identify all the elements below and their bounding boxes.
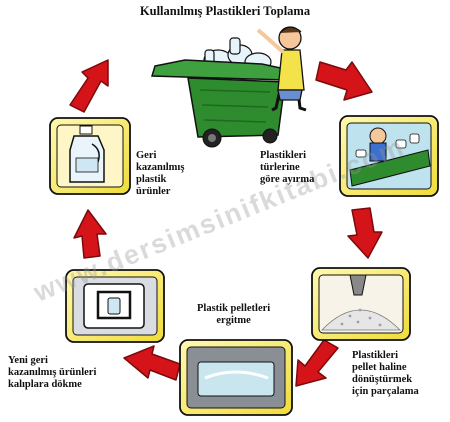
shredder-nozzle-icon <box>349 274 367 296</box>
arrow-products-to-collect <box>69 59 109 113</box>
step-label-products: Geri kazanılmış plastik ürünler <box>136 150 185 197</box>
recycling-bin-icon <box>151 59 292 148</box>
step-label-sort: Plastikleri türlerine göre ayırma <box>260 150 315 185</box>
melting-scene <box>179 339 293 416</box>
arrow-melt-to-mold <box>123 345 181 381</box>
sorting-scene <box>339 115 439 197</box>
conveyor-belt-icon <box>349 149 431 187</box>
step-label-shred: Plastikleri pellet haline dönüştürmek iç… <box>352 350 419 397</box>
products-scene <box>49 117 131 195</box>
collection-scene <box>151 26 307 148</box>
plastic-jug-icon <box>69 125 105 183</box>
shredding-scene <box>311 267 411 341</box>
arrow-collect-to-sort <box>315 61 373 101</box>
person-icon <box>256 26 307 112</box>
step-label-melt: Plastik pelletleri ergitme <box>197 303 271 326</box>
molding-scene <box>65 269 165 343</box>
melting-vat-icon <box>197 361 275 397</box>
step-label-mold: Yeni geri kazanılmış ürünleri kalıplara … <box>8 355 97 390</box>
diagram-title: Kullanılmış Plastikleri Toplama <box>139 4 311 18</box>
arrow-sort-to-shred <box>347 207 383 259</box>
cycle-arrows <box>69 59 383 387</box>
arrow-mold-to-products <box>73 209 107 259</box>
arrow-shred-to-melt <box>295 339 339 387</box>
